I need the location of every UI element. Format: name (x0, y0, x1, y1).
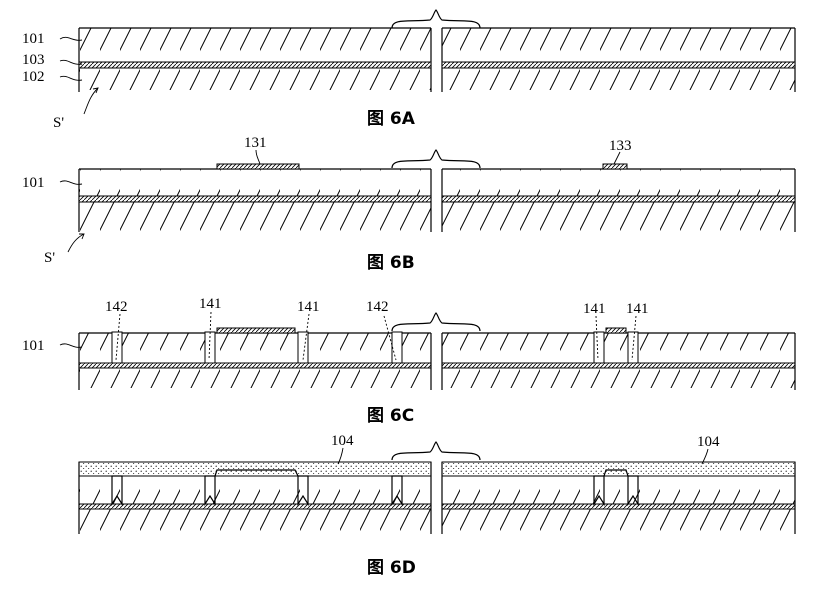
figure-6a: 101 103 102 S' 图 6A (22, 9, 796, 131)
caption-6d: 图 6D (367, 558, 416, 578)
filled-trench-5 (593, 475, 605, 507)
substrate-right-6a (442, 28, 795, 90)
figure-6d: 104 104 图 6D (78, 433, 796, 578)
trench-141-c (593, 331, 605, 364)
label-142-a: 142 (105, 299, 128, 315)
label-133: 133 (609, 138, 632, 154)
layer-103-left (78, 61, 432, 69)
label-s-prime-6b: S' (44, 250, 55, 266)
label-142-b: 142 (366, 299, 389, 315)
caption-6b: 图 6B (367, 253, 415, 273)
label-141-b: 141 (297, 299, 320, 315)
label-141-d: 141 (626, 301, 649, 317)
caption-6a: 图 6A (367, 109, 416, 129)
layer-103-right (441, 61, 796, 69)
filled-trench-1 (111, 475, 123, 507)
substrate-left-6a (79, 28, 431, 90)
pad-131 (216, 163, 300, 170)
trench-141-d (627, 331, 639, 364)
label-103: 103 (22, 52, 45, 68)
caption-6c: 图 6C (367, 406, 414, 426)
label-102: 102 (22, 69, 45, 85)
pad-133-6c (605, 327, 627, 334)
label-s-prime: S' (53, 115, 64, 131)
pad-133 (602, 163, 628, 170)
brace-6d (391, 441, 481, 461)
layer-104-right (441, 461, 796, 477)
trench-142-right (391, 331, 403, 364)
brace-6c (391, 312, 481, 332)
label-141-c: 141 (583, 301, 606, 317)
trench-141-b (297, 331, 309, 364)
figure-6c: 142 141 141 142 141 141 101 图 6C (22, 296, 796, 426)
label-141-a: 141 (199, 296, 222, 312)
label-131: 131 (244, 135, 267, 151)
filled-trench-4 (391, 475, 403, 507)
brace-6b (391, 149, 481, 169)
filled-trench-3 (297, 475, 309, 507)
layer-101-left-6c (79, 333, 431, 363)
pad-131-6c (216, 327, 296, 334)
layer-103-left-6b (78, 195, 432, 203)
layer-101-right-6c (442, 333, 795, 363)
label-101: 101 (22, 31, 45, 47)
filled-trench-6 (627, 475, 639, 507)
filled-trench-2 (204, 475, 216, 507)
label-101-6b: 101 (22, 175, 45, 191)
layer-104-left (78, 461, 432, 477)
label-104-a: 104 (331, 433, 354, 449)
label-104-b: 104 (697, 434, 720, 450)
layer-103-right-6b (441, 195, 796, 203)
figure-6b: 131 133 101 S' 图 6B (22, 135, 796, 273)
label-101-6c: 101 (22, 338, 45, 354)
brace-6a (391, 9, 481, 29)
